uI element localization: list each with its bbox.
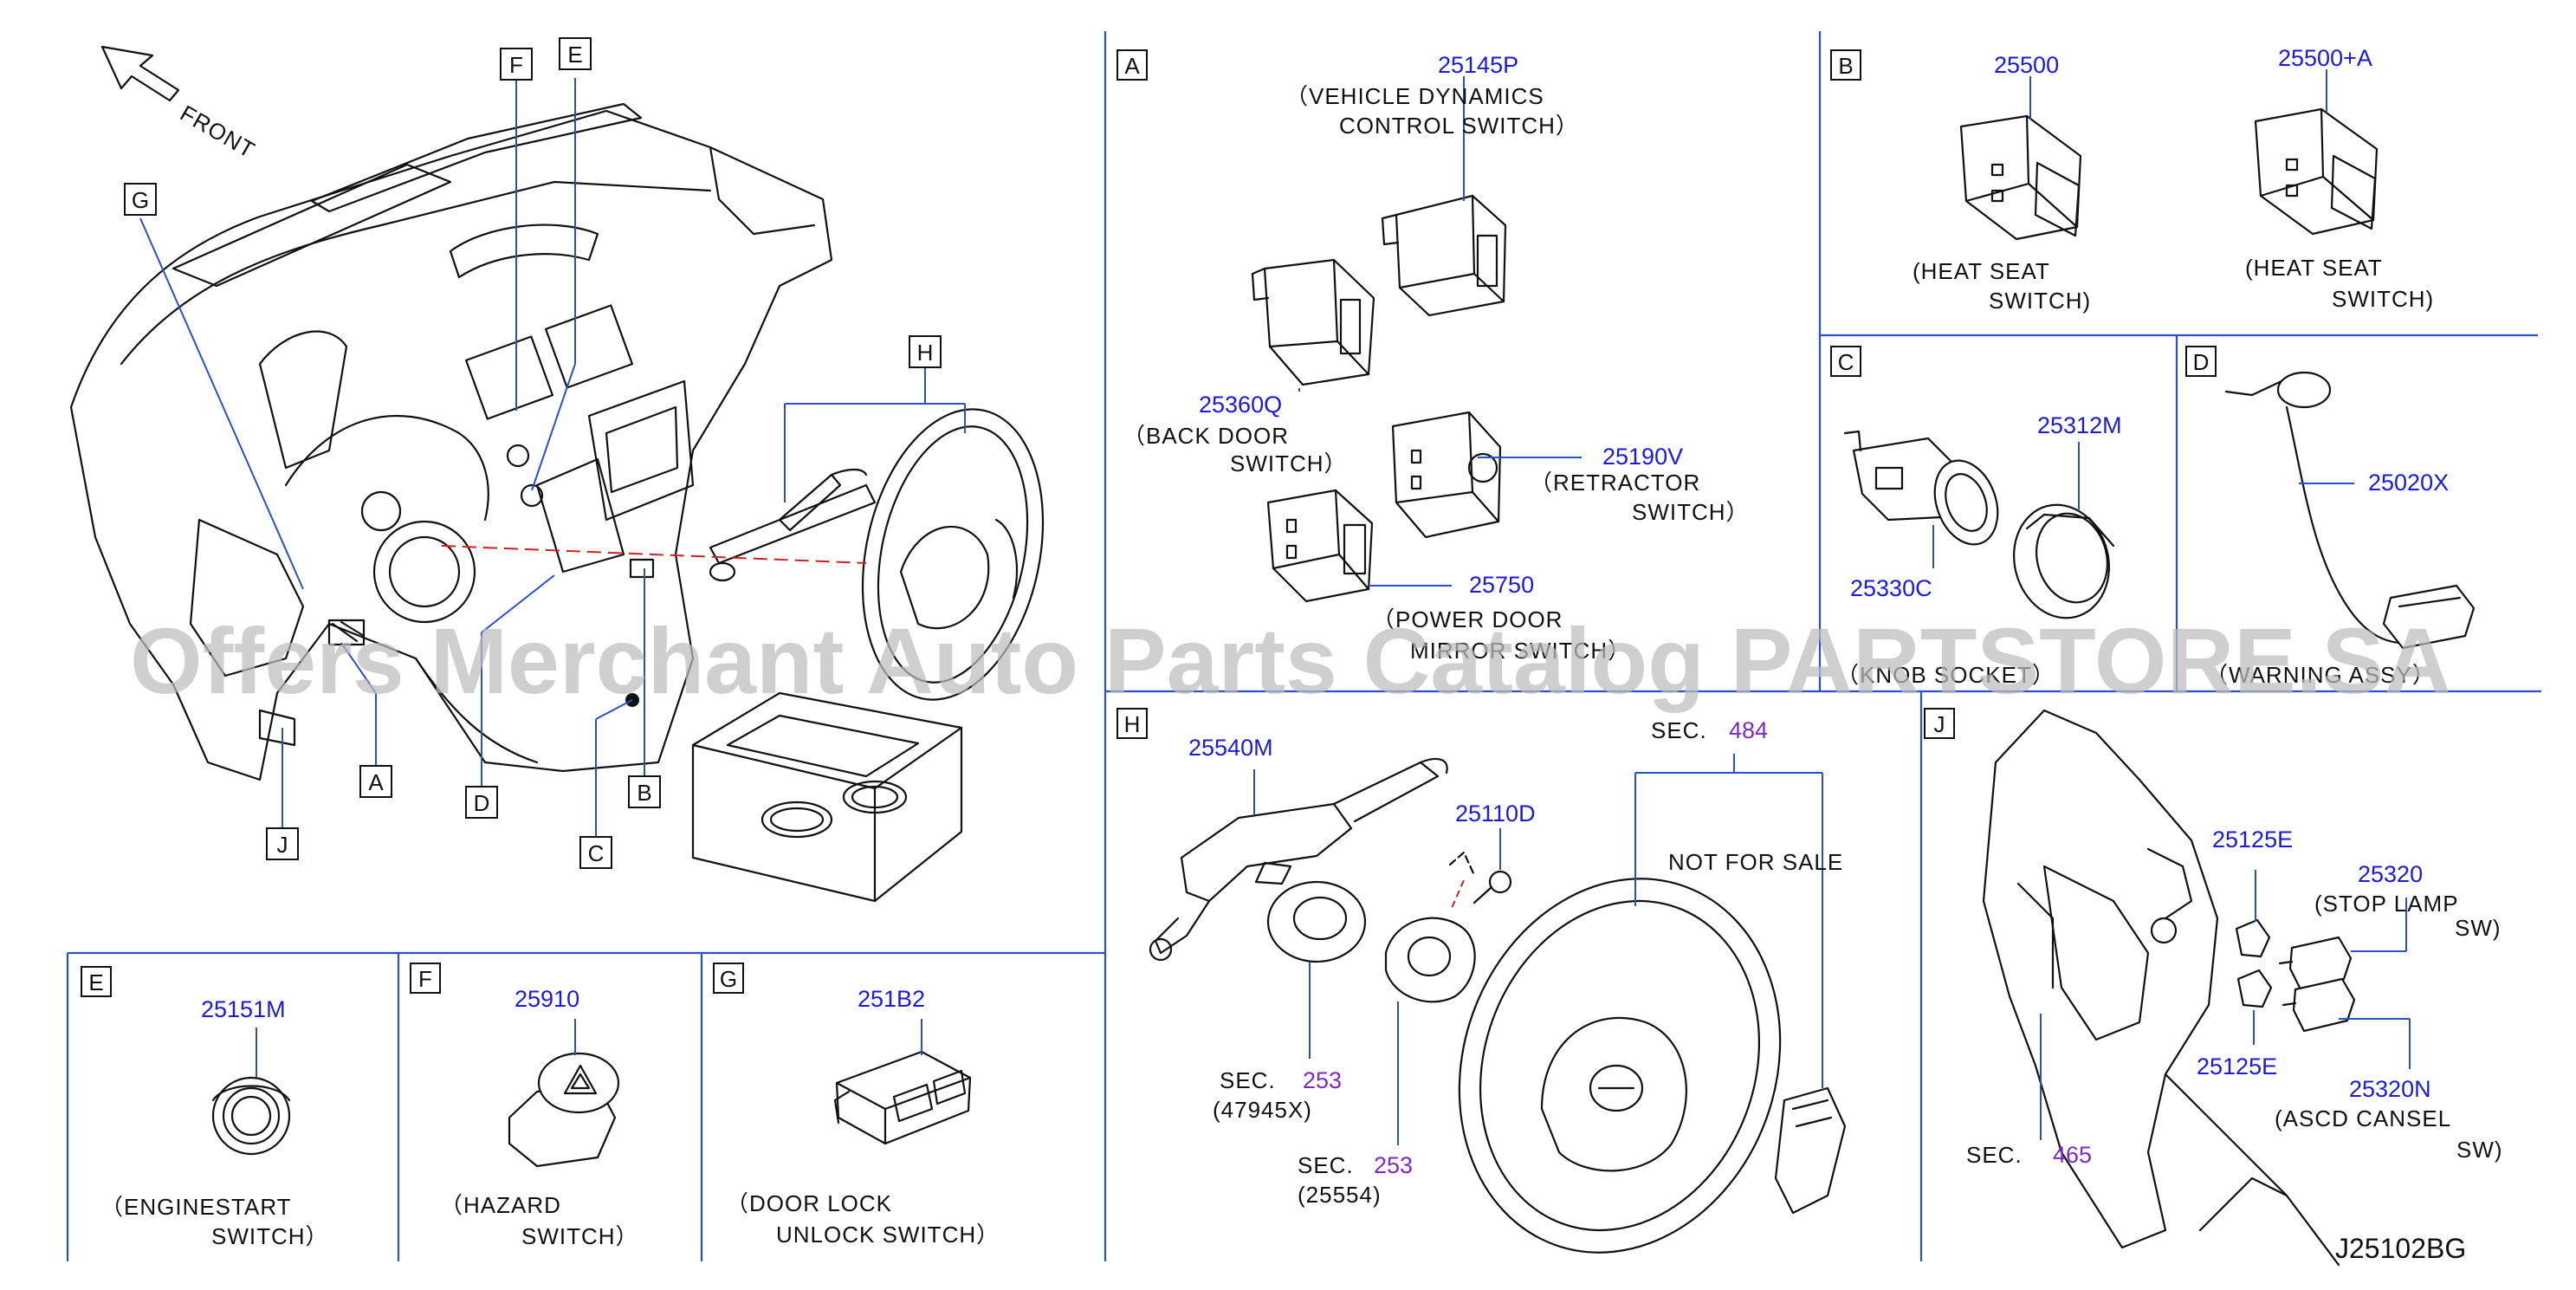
- panel-d-letter: D: [2193, 349, 2210, 375]
- panel-a-letter: A: [1124, 53, 1140, 79]
- panel-g-letter: G: [720, 966, 737, 992]
- panel-dividers: [66, 31, 2541, 1261]
- panel-d: D 25020X （WARNING ASSY）: [2185, 346, 2476, 688]
- callout-j[interactable]: J: [266, 827, 299, 860]
- part-25145p-label-2: CONTROL SWITCH）: [1339, 113, 1579, 139]
- part-25320n-label-2: SW): [2456, 1137, 2503, 1163]
- callout-f[interactable]: F: [500, 48, 533, 81]
- part-25500a-label-2: SWITCH): [2332, 286, 2434, 312]
- overview-dashboard: FRONT: [69, 37, 1045, 903]
- part-25125e-upper-number[interactable]: 25125E: [2212, 827, 2293, 852]
- part-25910-label-1: （HAZARD: [440, 1192, 561, 1218]
- sec-253-b-prefix: SEC.: [1298, 1152, 1354, 1178]
- part-251b2-label-1: （DOOR LOCK: [726, 1190, 892, 1216]
- front-arrow-icon: [100, 45, 180, 102]
- part-25750-label-2: MIRROR SWITCH）: [1410, 638, 1631, 664]
- part-25125e-lower-number[interactable]: 25125E: [2197, 1053, 2277, 1079]
- part-25145p-label-1: （VEHICLE DYNAMICS: [1285, 83, 1544, 109]
- ref-25554: (25554): [1298, 1182, 1382, 1208]
- part-warning-assy-label: （WARNING ASSY）: [2205, 662, 2436, 688]
- part-25500a-number[interactable]: 25500+A: [2278, 45, 2372, 71]
- callout-g-text: G: [132, 187, 149, 213]
- callout-c[interactable]: C: [579, 836, 612, 869]
- callout-e[interactable]: E: [559, 37, 592, 70]
- panel-f-letter: F: [418, 966, 432, 992]
- part-25320-label-1: (STOP LAMP: [2314, 891, 2459, 917]
- part-25910-number[interactable]: 25910: [515, 986, 579, 1012]
- part-25110d-number[interactable]: 25110D: [1455, 801, 1536, 827]
- panel-b-letter: B: [1838, 53, 1853, 79]
- part-25190v-number[interactable]: 25190V: [1602, 444, 1683, 470]
- callout-h-text: H: [917, 340, 934, 366]
- panel-e: E 25151M （ENGINESTART SWITCH）: [81, 966, 329, 1249]
- part-25500a-label-1: (HEAT SEAT: [2245, 255, 2383, 281]
- part-25020x-number[interactable]: 25020X: [2368, 470, 2449, 496]
- part-25151m-number[interactable]: 25151M: [201, 996, 286, 1022]
- callout-h[interactable]: H: [909, 335, 942, 368]
- part-25910-label-2: SWITCH）: [521, 1223, 639, 1249]
- part-25500-number[interactable]: 25500: [1994, 52, 2059, 78]
- callout-f-text: F: [509, 52, 523, 78]
- panel-j: J SEC. 465 25125E 25320 (STOP LAMP SW) 2…: [1924, 708, 2503, 1267]
- sec-465-link[interactable]: 465: [2053, 1142, 2092, 1168]
- sec-484-prefix: SEC.: [1651, 717, 1707, 743]
- part-25330c-number[interactable]: 25330C: [1850, 575, 1932, 601]
- part-25500-label-1: (HEAT SEAT: [1913, 258, 2050, 284]
- part-25320-number[interactable]: 25320: [2358, 861, 2423, 887]
- part-25360q-label-1: （BACK DOOR: [1123, 423, 1289, 449]
- panel-b: B 25500 (HEAT SEAT SWITCH) 25500+A (HEAT…: [1830, 45, 2434, 314]
- part-25151m-label-2: SWITCH）: [211, 1223, 329, 1249]
- part-knob-socket-label: （KNOB SOCKET）: [1836, 662, 2055, 688]
- part-25500-label-2: SWITCH): [1989, 288, 2091, 314]
- part-25750-label-1: （POWER DOOR: [1372, 606, 1563, 632]
- callout-j-text: J: [277, 832, 288, 858]
- sec-465-prefix: SEC.: [1966, 1142, 2023, 1168]
- diagram-code: J25102BG: [2335, 1233, 2466, 1264]
- callout-a[interactable]: A: [359, 765, 392, 798]
- callout-b-text: B: [637, 780, 651, 806]
- sec-253-a-prefix: SEC.: [1220, 1067, 1276, 1093]
- panel-f: F 25910 （HAZARD SWITCH）: [410, 963, 639, 1249]
- part-25145p-number[interactable]: 25145P: [1438, 52, 1518, 78]
- part-25360q-label-2: SWITCH）: [1230, 451, 1348, 476]
- callout-b[interactable]: B: [628, 775, 661, 808]
- panel-c-letter: C: [1838, 349, 1854, 375]
- callout-d[interactable]: D: [465, 786, 498, 819]
- callout-a-text: A: [368, 769, 384, 795]
- part-25320n-label-1: (ASCD CANSEL: [2275, 1105, 2451, 1131]
- sec-484-link[interactable]: 484: [1729, 717, 1768, 743]
- ref-47945x: (47945X): [1213, 1097, 1312, 1123]
- part-251b2-label-2: UNLOCK SWITCH）: [776, 1222, 1000, 1248]
- part-25320-label-2: SW): [2455, 915, 2502, 941]
- part-25750-number[interactable]: 25750: [1469, 572, 1534, 598]
- panel-h: H 25540M SEC. 253 (47945X) SEC. 253 (255…: [1116, 708, 1847, 1254]
- part-25151m-label-1: （ENGINESTART: [100, 1194, 292, 1220]
- sec-253-a-link[interactable]: 253: [1303, 1067, 1342, 1093]
- part-25320n-number[interactable]: 25320N: [2349, 1076, 2431, 1102]
- watermark-text: Offers Merchant Auto Parts Catalog PARTS…: [130, 608, 2451, 713]
- callout-c-text: C: [588, 840, 605, 866]
- part-251b2-number[interactable]: 251B2: [858, 986, 925, 1012]
- panel-j-letter: J: [1934, 711, 1945, 737]
- panel-e-letter: E: [88, 969, 103, 995]
- panel-g: G 251B2 （DOOR LOCK UNLOCK SWITCH）: [713, 963, 1000, 1248]
- part-25190v-label-1: （RETRACTOR: [1530, 470, 1700, 496]
- callout-e-text: E: [567, 42, 582, 68]
- part-25190v-label-2: SWITCH）: [1632, 499, 1750, 525]
- part-25360q-number[interactable]: 25360Q: [1199, 392, 1282, 418]
- callout-g[interactable]: G: [124, 183, 157, 216]
- not-for-sale-note: NOT FOR SALE: [1668, 849, 1843, 875]
- panel-a: A 25145P （VEHICLE DYNAMICS CONTROL SWITC…: [1116, 49, 1750, 664]
- part-25312m-number[interactable]: 25312M: [2037, 412, 2122, 438]
- panel-c: C 25330C 25312M （KNOB SOCKET）: [1830, 346, 2122, 688]
- sec-253-b-link[interactable]: 253: [1374, 1152, 1413, 1178]
- callout-d-text: D: [474, 790, 490, 816]
- panel-h-letter: H: [1124, 711, 1141, 737]
- front-label: FRONT: [176, 100, 260, 163]
- part-25540m-number[interactable]: 25540M: [1188, 735, 1273, 761]
